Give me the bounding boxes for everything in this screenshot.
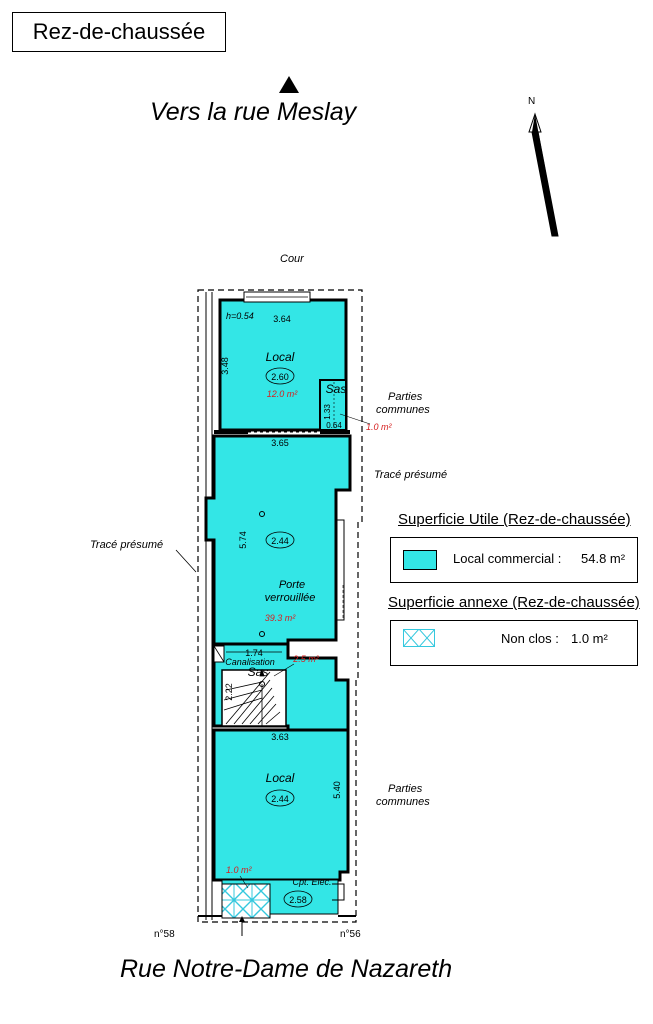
common-parts-bottom-line2: communes: [376, 796, 430, 808]
useful-item-value: 54.8 m²: [581, 551, 626, 566]
presumed-trace-right-label: Tracé présumé: [374, 469, 447, 481]
middle-area: 39.3 m²: [265, 613, 297, 623]
local-fill-swatch: [403, 550, 437, 570]
annex-item-label: Non clos :: [501, 631, 559, 646]
presumed-trace-left-label: Tracé présumé: [90, 539, 163, 551]
north-arrow-icon: N: [520, 90, 580, 245]
sas-middle-area: 2.5 m²: [292, 654, 320, 664]
north-triangle-icon: [279, 76, 299, 98]
annex-item-value: 1.0 m²: [571, 631, 608, 646]
sas-depth-dimension: 1.33: [323, 404, 332, 420]
bottom-local-label: Local: [266, 771, 295, 785]
sas-top-room: [319, 379, 347, 431]
top-width-dimension: 3.64: [273, 314, 291, 324]
stair-width-dimension: 1.74: [245, 648, 263, 658]
useful-area-legend: Local commercial : 54.8 m²: [390, 537, 638, 583]
annex-area-title: Superficie annexe (Rez-de-chaussée): [388, 594, 640, 611]
locked-door-line2: verrouillée: [265, 592, 316, 604]
mid-width-dimension: 3.65: [271, 438, 289, 448]
annex-non-clos-area: [221, 883, 271, 919]
annex-hatch-swatch: [402, 628, 436, 648]
entrance-height: 2.58: [289, 895, 307, 905]
street-top-label: Vers la rue Meslay: [150, 98, 357, 126]
north-label: N: [528, 96, 535, 107]
meter-label: Cpt. Elec.: [292, 877, 331, 887]
top-local-area: 12.0 m²: [267, 389, 299, 399]
top-height-note: h=0.54: [226, 311, 254, 321]
floor-title: Rez-de-chaussée: [12, 12, 226, 52]
common-parts-top-line2: communes: [376, 404, 430, 416]
locked-door-line1: Porte: [279, 579, 305, 591]
common-parts-bottom-line1: Parties: [388, 783, 423, 795]
top-local-label: Local: [266, 350, 295, 364]
entrance-area-value: 1.0 m²: [226, 865, 253, 875]
common-parts-top-line1: Parties: [388, 391, 423, 403]
top-local-height: 2.60: [271, 372, 289, 382]
bottom-local-height: 2.44: [271, 794, 289, 804]
useful-item-label: Local commercial :: [453, 551, 562, 566]
middle-height: 2.44: [271, 536, 289, 546]
courtyard-label: Cour: [280, 253, 305, 265]
bottom-local-room: [212, 728, 350, 882]
neighbor-left-label: n°58: [154, 929, 175, 940]
useful-area-title: Superficie Utile (Rez-de-chaussée): [398, 511, 631, 528]
sas-top-area: 1.0 m²: [366, 422, 393, 432]
mid-depth-dimension: 5.74: [238, 531, 248, 549]
sas-width-dimension: 0.64: [326, 421, 342, 430]
bottom-depth-dimension: 5.40: [332, 781, 342, 799]
neighbor-right-label: n°56: [340, 929, 361, 940]
street-bottom-label: Rue Notre-Dame de Nazareth: [120, 955, 453, 983]
bottom-width-dimension: 3.63: [271, 732, 289, 742]
sas-middle-label: Sas: [248, 665, 269, 679]
annex-area-legend: Non clos : 1.0 m²: [390, 620, 638, 666]
presumed-trace-outline: [197, 289, 363, 923]
pipe-label: Canalisation: [225, 657, 275, 667]
top-depth-dimension: 3.48: [220, 357, 230, 375]
stair-depth-dimension: 2.22: [224, 683, 234, 701]
sas-top-label: Sas: [326, 382, 347, 396]
